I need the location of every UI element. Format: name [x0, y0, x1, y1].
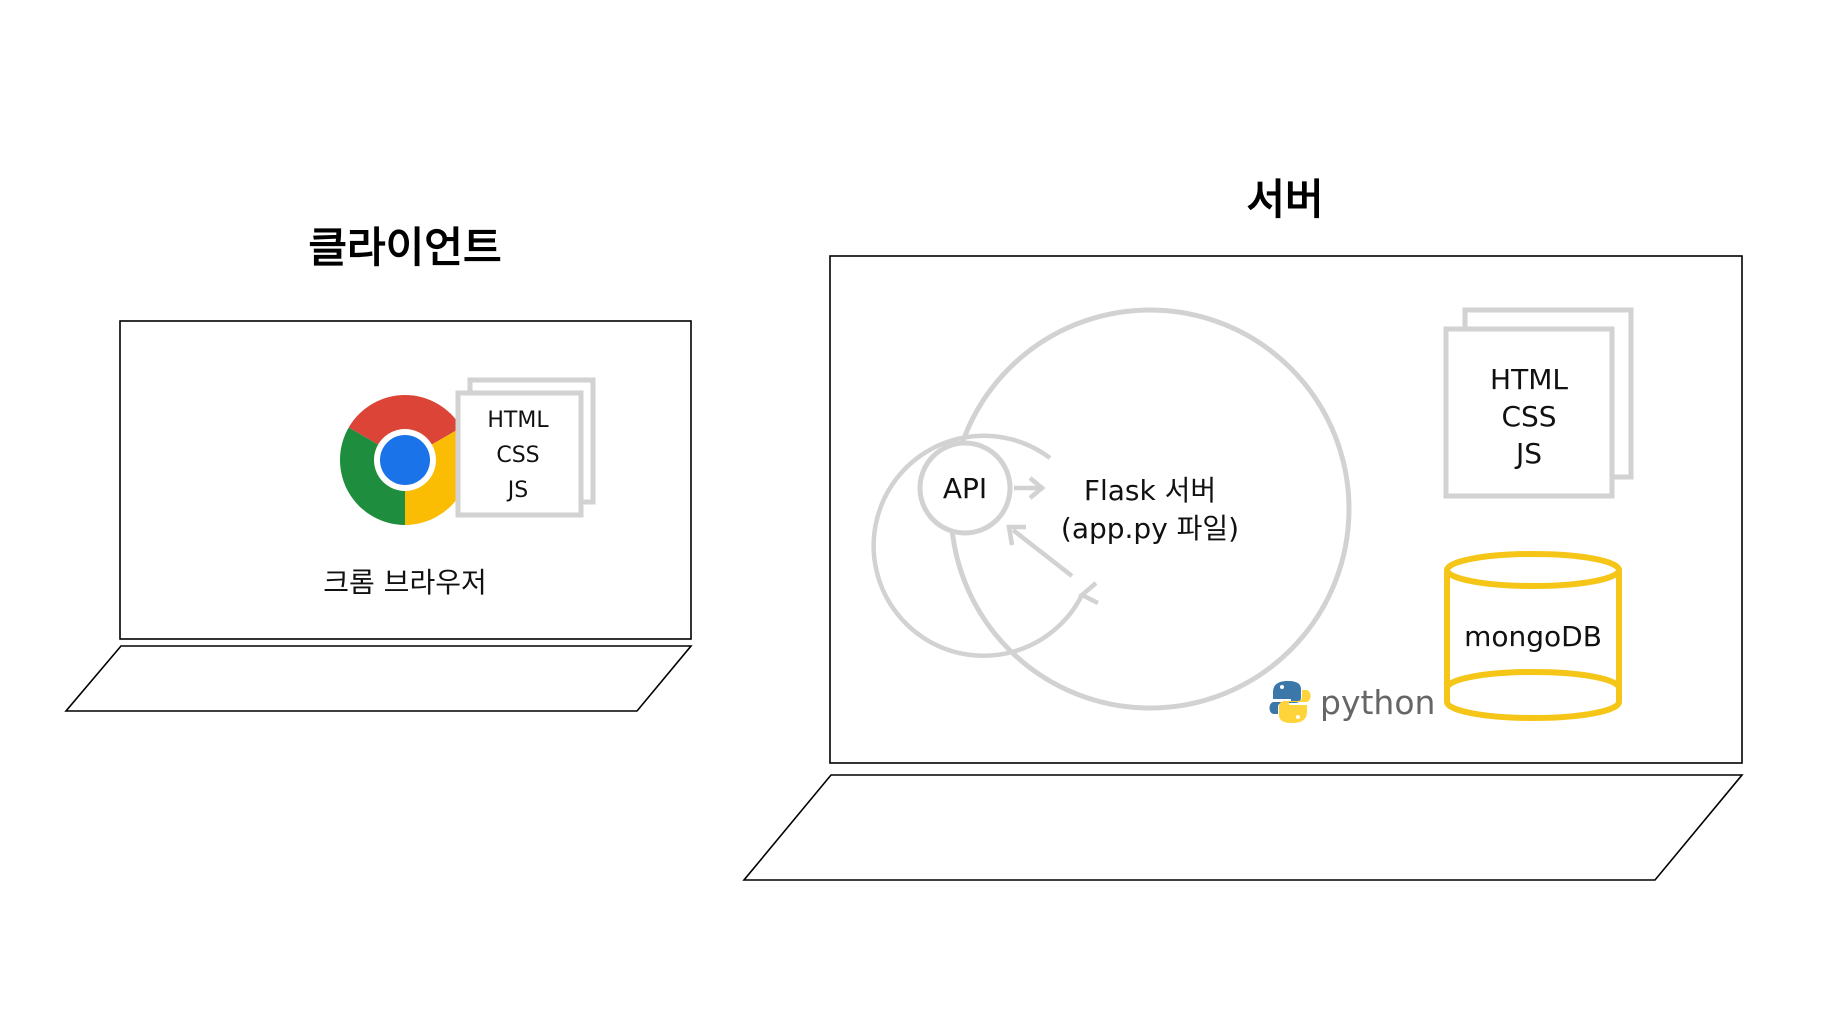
python-icon: [1269, 681, 1311, 723]
server-title: 서버: [1246, 175, 1323, 224]
flask-inner-loop: [871, 433, 1085, 658]
mongodb-cylinder-top: [1444, 551, 1622, 589]
api-circle: [917, 440, 1013, 536]
cylinder-icon: [1444, 551, 1622, 721]
mongodb-cylinder-band: [1444, 669, 1622, 689]
server-file-html: HTML: [1490, 363, 1568, 396]
client-keyboard: [64, 645, 693, 712]
client-file-front: [455, 390, 584, 518]
mongodb-cylinder-body: [1444, 570, 1622, 721]
mongodb-label: mongoDB: [1464, 620, 1602, 653]
flask-to-api-arrowhead: [1006, 524, 1026, 546]
flask-label-line1: Flask 서버: [1084, 474, 1216, 507]
server-file-js: JS: [1514, 437, 1542, 470]
server-keyboard: [742, 774, 1744, 881]
client-file-js: JS: [506, 478, 528, 503]
api-label: API: [943, 472, 987, 505]
client-file-html: HTML: [487, 408, 549, 433]
loop-arrowhead: [1077, 581, 1100, 606]
client-title: 클라이언트: [308, 223, 501, 272]
server-file-css: CSS: [1501, 400, 1556, 433]
client-file-stack: HTML CSS JS: [455, 377, 596, 518]
python-label: python: [1320, 683, 1435, 722]
flask-to-api-arrow: [1011, 528, 1074, 578]
server-file-front: [1443, 326, 1615, 499]
client-laptop: [64, 320, 693, 712]
browser-label: 크롬 브라우저: [323, 566, 486, 599]
flask-label-line2: (app.py 파일): [1061, 512, 1239, 545]
chrome-icon: [339, 394, 471, 525]
api-to-flask-arrowhead: [1028, 476, 1046, 500]
server-file-stack: HTML CSS JS: [1443, 307, 1634, 499]
client-file-css: CSS: [496, 443, 539, 468]
